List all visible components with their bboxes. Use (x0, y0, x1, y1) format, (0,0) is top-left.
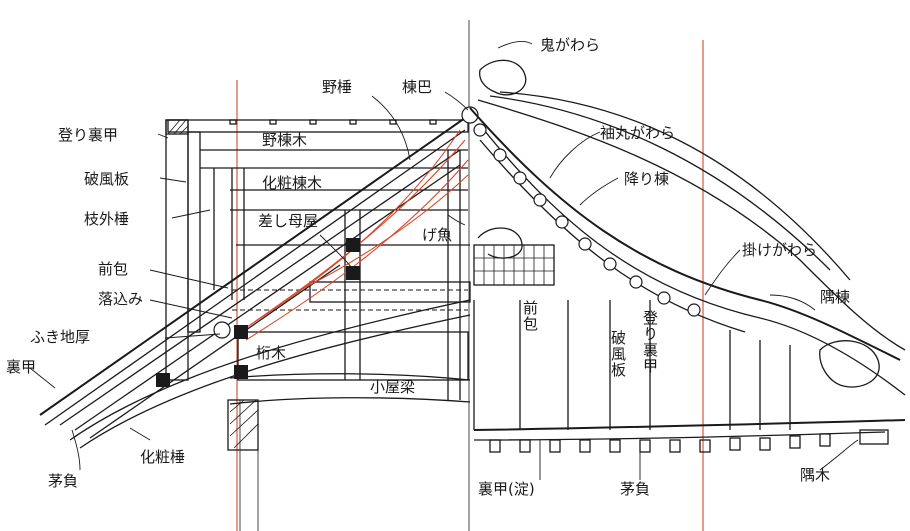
label-edasotodaruki: 枝外棰 (84, 210, 129, 228)
label-nomunagi: 野棟木 (262, 131, 307, 149)
label-gegyo: げ魚 (422, 226, 452, 244)
label-sodemarugawara: 袖丸がわら (600, 124, 675, 142)
label-maetsutsumi: 前包 (98, 260, 128, 278)
label-sashimoya: 差し母屋 (258, 212, 318, 230)
label-urako-yodo: 裏甲(淀) (478, 480, 535, 498)
label-kakegawara: 掛けがわら (742, 241, 817, 259)
connector-blocks (156, 106, 479, 387)
label-fukijiatsu: ふき地厚 (30, 328, 90, 346)
label-keta: 桁木 (256, 344, 286, 362)
label-kayaoi-right: 茅負 (620, 480, 650, 498)
label-hafuita: 破風板 (84, 170, 129, 188)
label-sumiki: 隅木 (800, 466, 830, 484)
right-roof (469, 59, 906, 396)
label-munatomoe: 棟巴 (402, 78, 432, 96)
koyabari-beam (227, 373, 471, 451)
label-urako: 裏甲 (6, 358, 36, 376)
label-noboriurako-vertical: 登り裏甲 (641, 310, 659, 374)
label-kayaoi: 茅負 (48, 472, 78, 490)
label-sumimune: 隅棟 (820, 288, 850, 306)
label-maetsutsumi-vertical: 前包 (521, 300, 539, 332)
label-noboriurako: 登り裏甲 (58, 126, 118, 144)
right-wall (473, 244, 906, 453)
left-rafters (39, 117, 471, 449)
label-hafuita-vertical: 破風板 (609, 330, 627, 378)
label-nodaruki: 野棰 (322, 78, 352, 96)
label-keshomunagi: 化粧棟木 (262, 174, 322, 192)
label-koyabari: 小屋梁 (370, 378, 415, 396)
gable-frame (165, 119, 469, 400)
label-kudarimune: 降り棟 (624, 170, 669, 188)
leader-lines (29, 40, 859, 480)
label-otoshikomi: 落込み (98, 290, 143, 308)
label-keshodaruki: 化粧棰 (140, 448, 185, 466)
label-onigawara: 鬼がわら (540, 36, 600, 54)
